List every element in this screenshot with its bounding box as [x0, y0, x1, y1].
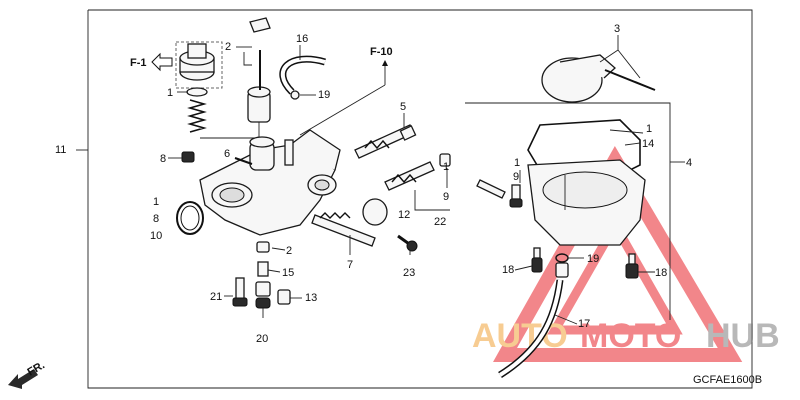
- callout-18a: 18: [502, 264, 514, 276]
- intake-o-ring: [176, 201, 204, 235]
- callout-23: 23: [403, 267, 415, 279]
- callout-20: 20: [256, 333, 268, 345]
- callout-16: 16: [296, 33, 308, 45]
- watermark-moto: MOTO: [580, 317, 681, 355]
- air-screw-set: [354, 124, 417, 159]
- watermark-logo: AUTO MOTO HUB: [472, 145, 780, 362]
- callout-8a: 8: [160, 153, 166, 165]
- f1-label: F-1: [130, 57, 147, 69]
- callout-leaders: [168, 35, 655, 325]
- callout-18b: 18: [655, 267, 667, 279]
- callout-22: 22: [434, 216, 446, 228]
- pilot-screw-set: [384, 153, 451, 211]
- bowl-screw: [476, 179, 506, 199]
- callout-17: 17: [578, 318, 590, 330]
- f10-label: F-10: [370, 46, 393, 58]
- carb-top-cap: [179, 43, 215, 81]
- choke-lever: [234, 157, 253, 165]
- callout-3: 3: [614, 23, 620, 35]
- callout-11: 11: [55, 144, 66, 156]
- drain-tube: [498, 279, 564, 378]
- carburetor-body: [199, 129, 341, 236]
- callout-19a: 19: [318, 89, 330, 101]
- watermark-auto: AUTO: [472, 317, 568, 355]
- callout-9a: 9: [443, 191, 449, 203]
- throttle-stop-screw: [311, 212, 376, 255]
- callout-13: 13: [305, 292, 317, 304]
- front-label: FR.: [26, 359, 47, 378]
- callout-5: 5: [400, 101, 406, 113]
- drain-screw-left: [531, 247, 543, 273]
- callout-1c: 1: [443, 161, 449, 173]
- callout-labels: 11 2 16 19 1 8 6 1 8 10 5 1 9 12 22 7 2 …: [55, 23, 762, 386]
- vent-hose: [279, 55, 326, 100]
- callout-1b: 1: [153, 196, 159, 208]
- callout-7: 7: [347, 259, 353, 271]
- watermark-hub: HUB: [706, 317, 780, 355]
- main-jet-bowl: [509, 184, 523, 208]
- callout-2b: 2: [286, 245, 292, 257]
- float-bowl-frame: [465, 102, 685, 320]
- callout-8b: 8: [153, 213, 159, 225]
- callout-14: 14: [642, 138, 654, 150]
- callout-4: 4: [686, 157, 692, 169]
- callout-1e: 1: [514, 157, 520, 169]
- assembly-frame: [76, 9, 753, 389]
- jet-stack: [232, 241, 291, 309]
- callout-21: 21: [210, 291, 222, 303]
- callout-15: 15: [282, 267, 294, 279]
- f10-reference: F-10: [299, 46, 393, 136]
- drain-screw-right: [625, 253, 639, 279]
- callout-19b: 19: [587, 253, 599, 265]
- callout-12: 12: [398, 209, 410, 221]
- body-screw: [397, 234, 418, 252]
- throttle-spring: [186, 87, 208, 133]
- callout-2a: 2: [225, 41, 231, 53]
- plug-cap: [362, 198, 388, 226]
- callout-10: 10: [150, 230, 162, 242]
- float-chamber: [527, 159, 646, 246]
- throttle-valve: [200, 17, 271, 139]
- vent-cap: [181, 151, 195, 163]
- callout-9b: 9: [513, 171, 519, 183]
- drain-fitting: [555, 262, 569, 278]
- callout-1d: 1: [646, 123, 652, 135]
- diagram-code: GCFAE1600B: [693, 374, 762, 386]
- callout-1a: 1: [167, 87, 173, 99]
- callout-6: 6: [224, 148, 230, 160]
- float-bowl-cover: [541, 54, 656, 103]
- front-arrow: FR.: [8, 359, 47, 389]
